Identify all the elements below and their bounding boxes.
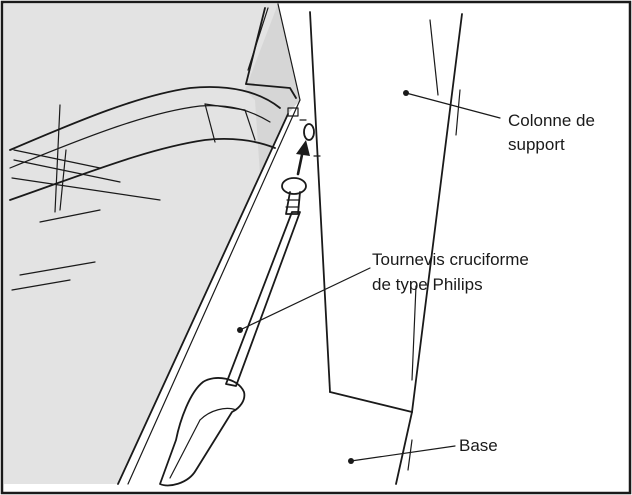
bracket-hardware	[287, 107, 321, 157]
panel-brace	[9, 86, 281, 291]
insert-arrow	[296, 140, 310, 176]
callout-lines	[237, 90, 501, 464]
label-support-column-line2: support	[508, 135, 565, 154]
label-screwdriver-line1: Tournevis cruciforme	[372, 250, 529, 269]
callout-line-screwdriver	[239, 267, 371, 331]
label-base: Base	[459, 436, 498, 455]
base	[395, 411, 413, 485]
label-screwdriver-line2: de type Philips	[372, 275, 483, 294]
gray-panel	[4, 3, 301, 485]
callout-line-base	[350, 445, 456, 462]
callout-line-support-column	[405, 92, 501, 119]
support-column	[309, 11, 463, 413]
label-support-column-line1: Colonne de	[508, 111, 595, 130]
